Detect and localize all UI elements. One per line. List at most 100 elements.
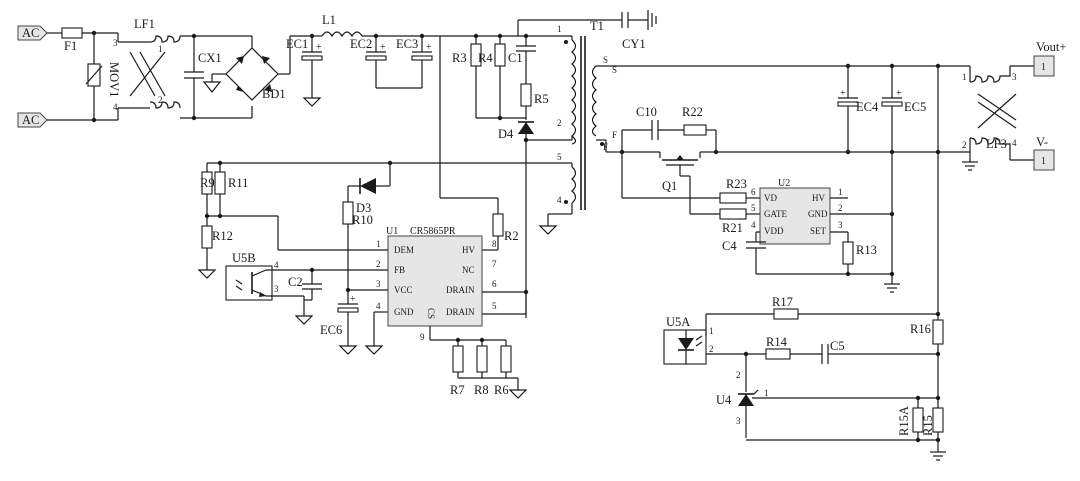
choke-lf1: 3 4 1 2 LF1 [113, 17, 181, 120]
resistor-r23: R23 [719, 177, 760, 204]
u1-pin-7: 7 [492, 259, 497, 269]
c2-label: C2 [288, 275, 303, 289]
capacitor-ec2: + EC2 [350, 36, 387, 88]
lf3-label: LF3 [986, 137, 1007, 151]
u1-pin-2: 2 [376, 259, 381, 269]
ec4-label: EC4 [856, 100, 879, 114]
vneg-label: V- [1036, 135, 1048, 149]
ec3-label: EC3 [396, 37, 418, 51]
lf1-pin-1: 1 [158, 44, 163, 54]
vout-label: Vout+ [1036, 40, 1066, 54]
u2-pin-vd: VD [764, 193, 777, 203]
ac-port-bottom-label: AC [22, 113, 39, 127]
terminal-vout: 1 Vout+ [1033, 40, 1066, 77]
svg-text:+: + [350, 294, 356, 305]
u1-pin-gnd: GND [394, 307, 414, 317]
u1-pin-fb: FB [394, 265, 405, 275]
f1-label: F1 [64, 39, 77, 53]
r7-label: R7 [450, 383, 465, 397]
resistor-r8: R8 [474, 340, 489, 397]
capacitor-c2: C2 [288, 270, 322, 301]
u2-pin-gnd: GND [808, 209, 828, 219]
resistor-r12: R12 [197, 216, 233, 279]
t1-pin-s1: S [603, 55, 608, 65]
r6-label: R6 [494, 383, 509, 397]
cx1-label: CX1 [198, 51, 222, 65]
r9-label: R9 [200, 176, 215, 190]
capacitor-ec5: + EC5 [881, 66, 926, 152]
u2-pin-5: 5 [751, 203, 756, 213]
r15-label: R15 [921, 415, 935, 436]
ec1-label: EC1 [286, 37, 308, 51]
l1-label: L1 [322, 13, 336, 27]
resistor-r14: R14 [765, 335, 822, 360]
r4-label: R4 [478, 51, 493, 65]
u2-ref: U2 [778, 178, 790, 189]
u2-pin-6: 6 [751, 187, 756, 197]
t1-pin-4: 4 [557, 195, 562, 205]
resistor-r22: R22 [682, 105, 717, 152]
u4-pin-1: 1 [764, 388, 769, 398]
resistor-r15a: R15A [897, 398, 924, 440]
capacitor-ec6: + EC6 [320, 294, 359, 355]
resistor-r15: R15 [921, 398, 944, 452]
resistor-r21: R21 [719, 208, 760, 235]
u1-pin-drain-6: DRAIN [446, 285, 475, 295]
resistor-r7: R7 [450, 340, 465, 397]
r23-label: R23 [726, 177, 747, 191]
u2-pin-3: 3 [838, 220, 843, 230]
lf3-pin-3: 3 [1012, 72, 1017, 82]
capacitor-ec4: + EC4 [837, 66, 879, 152]
resistor-r16: R16 [910, 319, 944, 398]
ec6-label: EC6 [320, 323, 342, 337]
t1-pin-2: 2 [557, 118, 562, 128]
capacitor-cx1: CX1 [180, 33, 240, 121]
u4-label: U4 [716, 393, 732, 407]
capacitor-c5: C5 [821, 339, 938, 364]
choke-lf3: 1 3 2 4 LF3 [962, 65, 1034, 171]
transformer-t1: T1 1 2 5 4 S S F F [557, 19, 617, 210]
resistor-r9: R9 [200, 171, 215, 216]
ic-u2: U2 VD GATE VDD HV GND SET 6 5 4 1 2 3 [751, 178, 843, 245]
capacitor-cy1: CY1 [517, 10, 657, 51]
lf3-pin-1: 1 [962, 72, 967, 82]
r2-label: R2 [504, 229, 519, 243]
bridge-rectifier-bd1: BD1 [202, 35, 291, 119]
c1-label: C1 [508, 51, 523, 65]
r22-label: R22 [682, 105, 703, 119]
u5a-pin-1: 1 [709, 326, 714, 336]
bd1-label: BD1 [262, 87, 286, 101]
vout-pin: 1 [1041, 62, 1046, 73]
ac-port-top: AC [17, 25, 48, 41]
capacitor-ec1: + EC1 [286, 36, 323, 107]
u1-pin-3: 3 [376, 279, 381, 289]
u1-pin-1: 1 [376, 239, 381, 249]
t1-pin-s2: S [612, 65, 617, 75]
u1-pin-hv: HV [462, 245, 475, 255]
mosfet-q1: Q1 [622, 149, 970, 193]
svg-text:+: + [426, 42, 432, 53]
r12-label: R12 [212, 229, 233, 243]
u1-pin-drain-5: DRAIN [446, 307, 475, 317]
u1-pin-8: 8 [492, 239, 497, 249]
t1-pin-5: 5 [557, 152, 562, 162]
u5b-label: U5B [232, 251, 256, 265]
r13-label: R13 [856, 243, 877, 257]
u1-part: CR5865PR [410, 226, 456, 237]
u1-pin-4: 4 [376, 301, 381, 311]
resistor-r13: R13 [842, 232, 877, 274]
u1-pin-cs: CS [426, 308, 436, 319]
c10-label: C10 [636, 105, 657, 119]
r10-label: R10 [352, 213, 373, 227]
u1-ref: U1 [386, 226, 398, 237]
r11-label: R11 [228, 176, 248, 190]
fuse-f1: F1 [47, 27, 118, 53]
resistor-r2: R2 [492, 213, 519, 250]
t1-pin-f1: F [612, 130, 617, 140]
capacitor-c10: C10 [636, 105, 684, 140]
u2-pin-gate: GATE [764, 209, 787, 219]
r16-label: R16 [910, 322, 931, 336]
ac-port-top-label: AC [22, 26, 39, 40]
r15a-label: R15A [897, 406, 911, 436]
